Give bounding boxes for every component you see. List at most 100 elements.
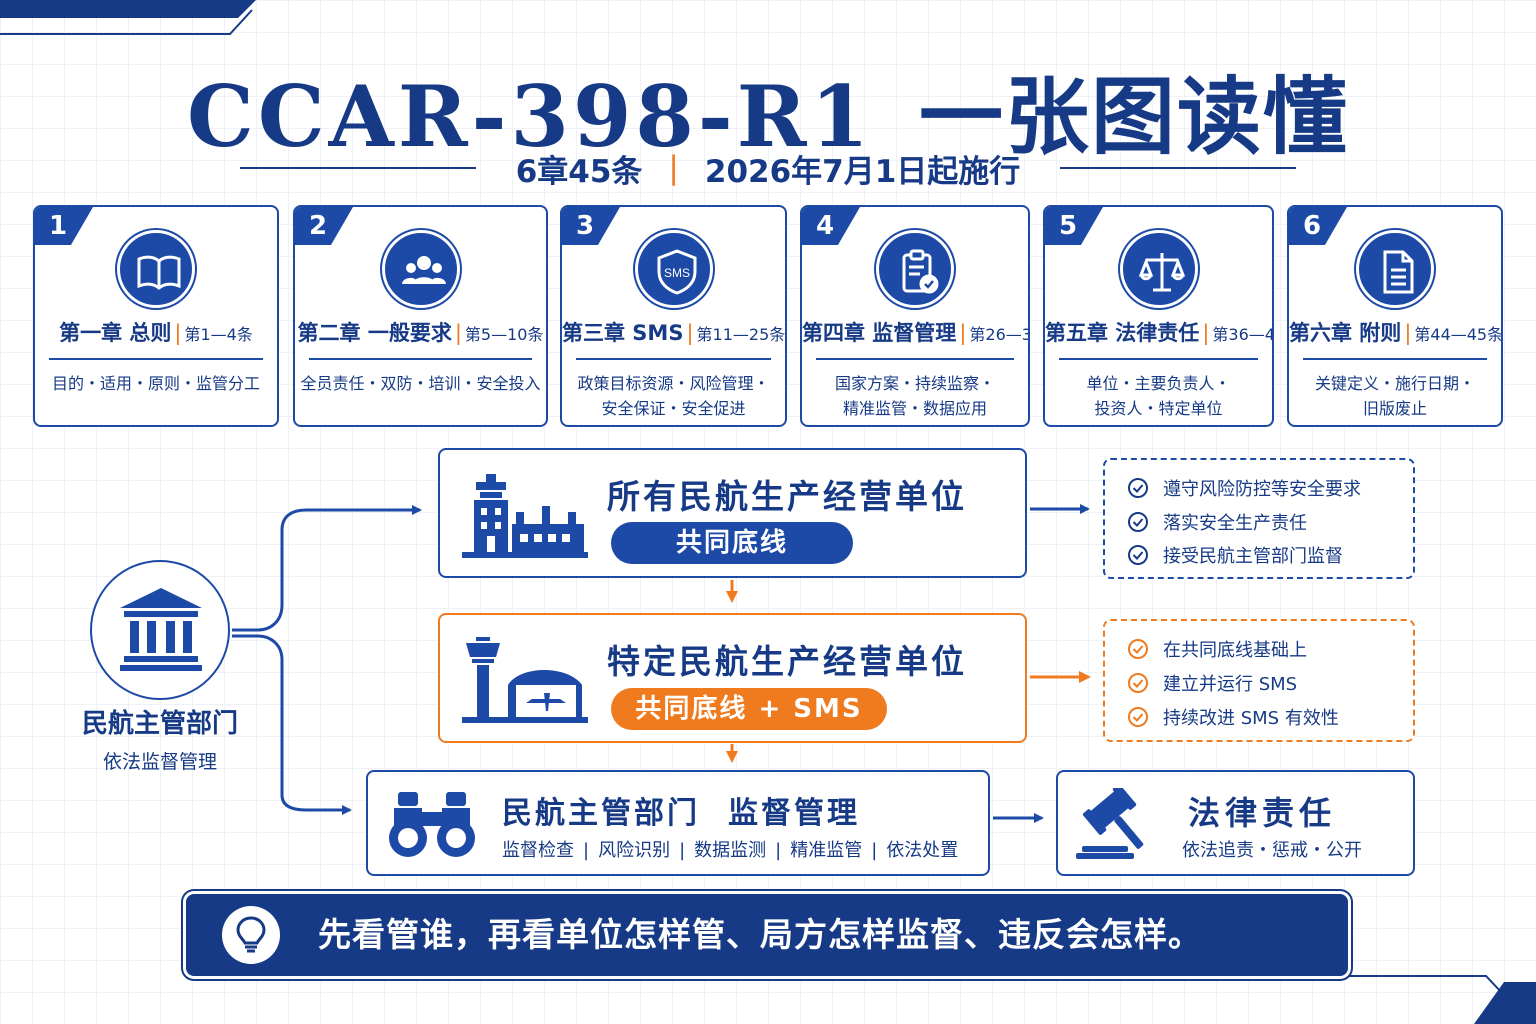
check-circle-icon — [1128, 707, 1148, 727]
chapter-range: 第36—43条 — [1212, 325, 1274, 344]
subtitle-line-right — [1060, 167, 1296, 169]
scales-icon — [1119, 230, 1198, 308]
all-units-box: 所有民航生产经营单位 共同底线 — [438, 448, 1027, 578]
requirement-text: 接受民航主管部门监督 — [1163, 546, 1343, 567]
requirement-text: 在共同底线基础上 — [1163, 640, 1307, 661]
chapter-range: 第44—45条 — [1414, 325, 1503, 344]
chapters-count: 6章45条 — [515, 153, 643, 190]
check-circle-icon — [1128, 545, 1148, 565]
requirement-item: 持续改进 SMS 有效性 — [1127, 703, 1339, 731]
subtitle-row: 6章45条 | 2026年7月1日起施行 — [240, 148, 1296, 190]
factory-tower-icon — [462, 474, 588, 558]
liability-sub: 依法追责・惩戒・公开 — [1182, 840, 1362, 861]
subtitle-line-left — [240, 167, 476, 169]
chapter-range: 第11—25条 — [696, 325, 786, 344]
government-building-icon — [120, 588, 202, 671]
chapter-name: 第三章 SMS — [562, 321, 684, 345]
requirement-text: 落实安全生产责任 — [1163, 513, 1307, 534]
airport-hangar-icon — [462, 637, 588, 723]
supervision-box: 民航主管部门监督管理 监督检查|风险识别|数据监测|精准监管|依法处置 — [366, 770, 990, 876]
chapter-number: 3 — [576, 211, 595, 241]
chapter-divider — [1059, 358, 1258, 360]
document-icon — [1356, 230, 1434, 308]
check-circle-icon — [1128, 639, 1148, 659]
check-circle-icon — [1128, 478, 1148, 498]
chapter-range: 第5—10条 — [464, 325, 544, 344]
liability-title: 法律责任 — [1188, 794, 1337, 832]
requirement-text: 建立并运行 SMS — [1163, 674, 1298, 695]
corner-decoration-bottom-right — [1306, 975, 1536, 1024]
requirement-item: 在共同底线基础上 — [1127, 635, 1307, 663]
check-circle-icon — [1128, 673, 1148, 693]
people-icon — [381, 230, 460, 308]
chapter-range: 第1—4条 — [184, 325, 253, 344]
chapter-number: 2 — [309, 211, 328, 241]
chapter-number: 4 — [816, 211, 835, 241]
chapter-name: 第五章 法律责任 — [1045, 321, 1200, 345]
chapter-desc: 关键定义・施行日期・ 旧版废止 — [1314, 374, 1475, 418]
authority-name: 民航主管部门 — [81, 709, 238, 739]
chapter-card-1: 1 第一章 总则|第1—4条 目的・适用・原则・监管分工 — [33, 205, 279, 427]
lightbulb-icon — [222, 906, 280, 964]
binoculars-icon — [389, 792, 475, 857]
clipboard-icon — [876, 230, 954, 308]
authority-branch-connector — [232, 505, 422, 815]
check-circle-icon — [1128, 512, 1148, 532]
supervision-items: 监督检查|风险识别|数据监测|精准监管|依法处置 — [502, 840, 959, 861]
requirement-item: 接受民航主管部门监督 — [1127, 541, 1343, 569]
chapter-divider — [309, 358, 532, 360]
chapter-card-3: 3 SMS 第三章 SMS|第11—25条 政策目标资源・风险管理・ 安全保证・… — [560, 205, 787, 427]
effective-date: 2026年7月1日起施行 — [704, 153, 1021, 190]
title-text: 一张图读懂 — [919, 68, 1350, 166]
specific-units-box: 特定民航生产经营单位 共同底线 + SMS — [438, 613, 1027, 743]
chapter-divider — [816, 358, 1014, 360]
common-baseline-pill: 共同底线 — [611, 522, 853, 564]
chapter-number: 6 — [1303, 211, 1322, 241]
all-units-requirements: 遵守风险防控等安全要求 落实安全生产责任 接受民航主管部门监督 — [1103, 458, 1415, 579]
supervision-title: 民航主管部门监督管理 — [502, 788, 860, 832]
page-title: CCAR-398-R1 一张图读懂 — [0, 50, 1536, 166]
chapter-divider — [49, 358, 263, 360]
supervision-title-main: 民航主管部门 — [502, 796, 700, 831]
chapter-name: 第一章 总则 — [59, 321, 172, 345]
requirement-item: 落实安全生产责任 — [1127, 508, 1307, 536]
chapter-number: 1 — [49, 211, 68, 241]
requirement-item: 建立并运行 SMS — [1127, 669, 1297, 697]
supervision-item: 依法处置 — [886, 840, 959, 861]
specific-units-title: 特定民航生产经营单位 — [607, 642, 967, 681]
corner-decoration-top-left — [0, 0, 256, 35]
chapter-desc: 政策目标资源・风险管理・ 安全保证・安全促进 — [577, 374, 770, 418]
supervision-item: 精准监管 — [790, 840, 863, 861]
authority-node — [90, 560, 230, 700]
requirement-item: 遵守风险防控等安全要求 — [1127, 474, 1361, 502]
gavel-icon — [1076, 788, 1144, 859]
chapter-card-4: 4 第四章 监督管理|第26—35条 国家方案・持续监察・ 精准监管・数据应用 — [800, 205, 1030, 427]
chapter-card-2: 2 第二章 一般要求|第5—10条 全员责任・双防・培训・安全投入 — [293, 205, 548, 427]
baseline-plus-sms-pill: 共同底线 + SMS — [611, 688, 887, 730]
supervision-item: 风险识别 — [598, 840, 671, 861]
all-units-title: 所有民航生产经营单位 — [607, 477, 967, 516]
title-code: CCAR-398-R1 — [186, 67, 873, 166]
sms-icon-label: SMS — [663, 266, 689, 280]
chapter-name: 第四章 监督管理 — [802, 321, 957, 345]
chapter-name: 第二章 一般要求 — [297, 321, 452, 345]
book-icon — [117, 230, 195, 308]
chapter-desc: 全员责任・双防・培训・安全投入 — [300, 374, 541, 393]
chapter-desc: 国家方案・持续监察・ 精准监管・数据应用 — [834, 374, 995, 418]
specific-units-requirements: 在共同底线基础上 建立并运行 SMS 持续改进 SMS 有效性 — [1103, 619, 1415, 742]
summary-text: 先看管谁，再看单位怎样管、局方怎样监督、违反会怎样。 — [318, 915, 1202, 954]
chapter-range: 第26—35条 — [969, 325, 1030, 344]
requirement-text: 持续改进 SMS 有效性 — [1163, 708, 1339, 729]
chapter-card-6: 6 第六章 附则|第44—45条 关键定义・施行日期・ 旧版废止 — [1287, 205, 1503, 427]
chapter-number: 5 — [1059, 211, 1078, 241]
chapter-name: 第六章 附则 — [1289, 321, 1402, 345]
sms-shield-icon: SMS — [634, 230, 713, 308]
chapter-card-5: 5 第五章 法律责任|第36—43条 单位・主要负责人・ 投资人・特定单位 — [1043, 205, 1274, 427]
summary-banner: 先看管谁，再看单位怎样管、局方怎样监督、违反会怎样。 — [186, 894, 1348, 976]
supervision-item: 数据监测 — [694, 840, 767, 861]
authority-sub: 依法监督管理 — [102, 751, 217, 773]
chapter-desc: 单位・主要负责人・ 投资人・特定单位 — [1086, 374, 1231, 418]
chapter-divider — [576, 358, 771, 360]
subtitle-separator: | — [668, 150, 679, 186]
